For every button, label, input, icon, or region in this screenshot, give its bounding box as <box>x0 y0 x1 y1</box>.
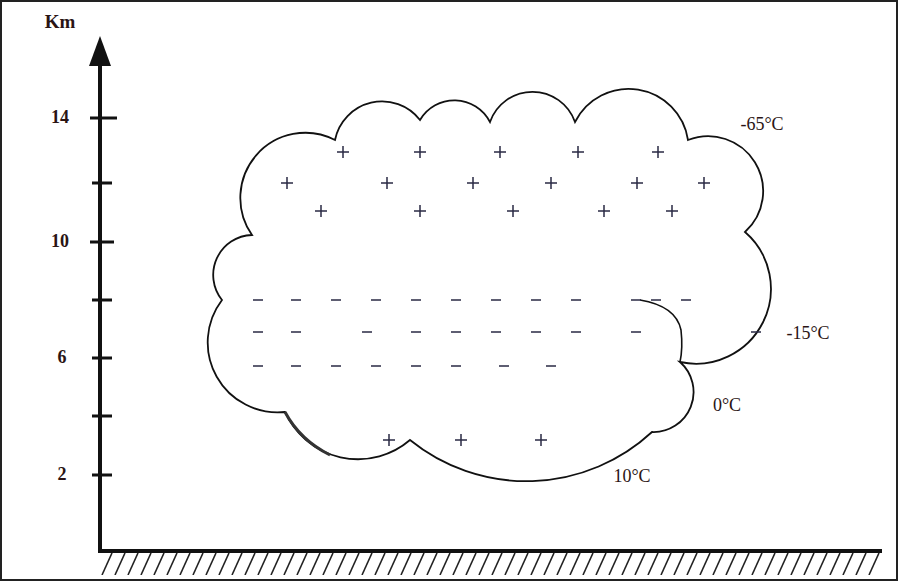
axis-ticks <box>90 118 117 475</box>
temperature-label: -15°C <box>786 324 829 344</box>
altitude-value: 6 <box>58 348 67 368</box>
axis-arrowhead <box>89 36 111 66</box>
altitude-value: 10 <box>51 232 69 252</box>
temperature-label: 10°C <box>613 467 650 487</box>
temperature-label: 0°C <box>713 396 741 416</box>
altitude-axis <box>98 62 102 553</box>
cloud-shadow-edge <box>285 412 330 455</box>
positive-charges <box>281 146 710 446</box>
altitude-value: 2 <box>58 465 67 485</box>
cloud-inner-contour <box>640 300 682 362</box>
ground-hatch <box>100 553 880 575</box>
cloud-outline <box>208 89 771 481</box>
negative-charges <box>253 300 761 366</box>
ground-line <box>98 549 882 553</box>
axis-unit: Km <box>45 12 76 33</box>
temperature-label: -65°C <box>740 115 783 135</box>
altitude-value: 14 <box>51 108 69 128</box>
